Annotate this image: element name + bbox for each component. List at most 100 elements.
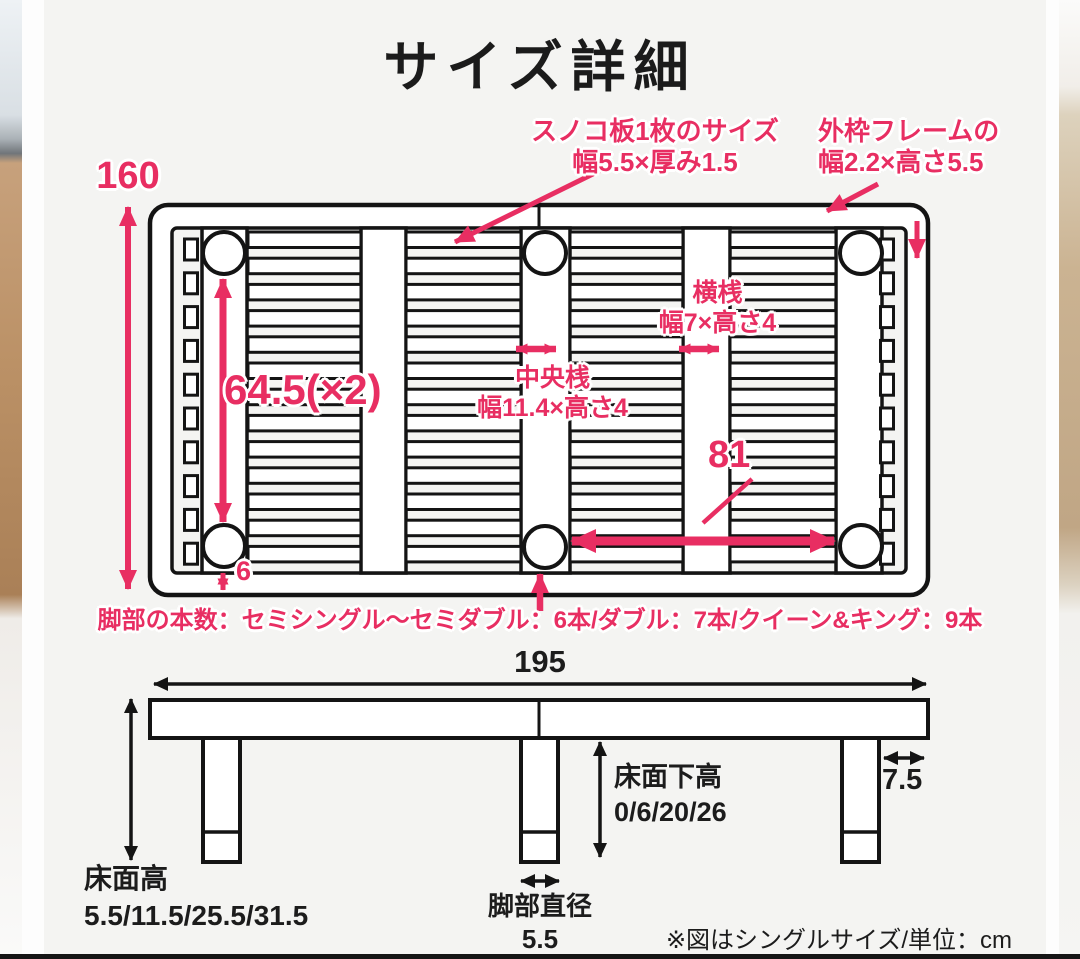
- slat-board: [568, 387, 685, 407]
- slat-board: [404, 440, 523, 459]
- slat-notch: [879, 406, 895, 431]
- slat-board: [404, 413, 523, 433]
- slat-board: [728, 335, 838, 354]
- label-leg-diameter: 脚部直径 5.5: [450, 890, 630, 956]
- label-cross-rail-line1: 横桟: [692, 279, 743, 307]
- top-view-drawing: [119, 167, 931, 611]
- slat-board: [246, 466, 363, 485]
- slat-notch: [183, 305, 199, 330]
- white-gutter-left: [22, 0, 44, 959]
- leg-bottom-right: [838, 523, 884, 569]
- slat-notch: [183, 237, 199, 262]
- legs-count-note: 脚部の本数：セミシングル〜セミダブル：6本/ダブル：7本/クイーン&キング：9本: [97, 607, 983, 634]
- slat-board: [246, 361, 363, 380]
- label-cross-rail: 横桟 幅7×高さ4: [630, 278, 805, 338]
- slat-board: [404, 518, 523, 538]
- label-floor-height-values: 5.5/11.5/25.5/31.5: [84, 900, 309, 931]
- slat-board: [568, 518, 685, 538]
- slat-board: [568, 361, 685, 380]
- slat-board: [568, 230, 685, 249]
- slat-board: [404, 256, 523, 276]
- slat-board: [568, 413, 685, 433]
- slat-board: [246, 230, 363, 249]
- slat-board: [246, 518, 363, 538]
- slat-notch: [879, 440, 895, 465]
- diagram-footnote: ※図はシングルサイズ/単位：cm: [665, 927, 1012, 954]
- label-outer-frame-line2: 幅2.2×高さ5.5: [818, 147, 984, 177]
- leg-top-right: [838, 230, 884, 276]
- label-center-rail: 中央桟 幅11.4×高さ4: [455, 363, 650, 423]
- pointer-slat-size: [453, 167, 603, 245]
- slat-notch: [879, 507, 895, 532]
- slat-notch: [879, 372, 895, 397]
- slat-board: [246, 492, 363, 511]
- slat-board: [404, 466, 523, 485]
- label-under-clearance: 床面下高 0/6/20/26: [614, 760, 727, 830]
- slat-board: [404, 492, 523, 511]
- slat-board: [728, 256, 838, 276]
- slat-board: [568, 335, 685, 354]
- slat-board: [568, 440, 685, 459]
- slat-board: [246, 440, 363, 459]
- slat-notch: [183, 271, 199, 296]
- label-slat-size-line1: スノコ板1枚のサイズ: [531, 116, 779, 146]
- side-leg-center: [519, 736, 560, 864]
- leg-bottom-center: [522, 524, 568, 570]
- slat-board: [568, 282, 685, 302]
- dim-bed-width: 160: [96, 155, 160, 197]
- slat-board: [568, 492, 685, 511]
- leg-circles: [201, 230, 884, 570]
- slat-notch: [879, 474, 895, 499]
- side-leg-right: [840, 736, 881, 864]
- dim-end-overhang: 7.5: [882, 764, 923, 796]
- slat-board: [728, 466, 838, 485]
- slat-board: [728, 387, 838, 407]
- slat-board: [728, 518, 838, 538]
- slat-notch: [183, 406, 199, 431]
- slat-notch: [879, 271, 895, 296]
- side-leg-left: [201, 736, 242, 864]
- support-rails: [200, 226, 884, 575]
- label-leg-diameter-title: 脚部直径: [487, 891, 592, 921]
- label-center-rail-line2: 幅11.4×高さ4: [477, 394, 628, 422]
- slat-board: [246, 544, 363, 564]
- black-dimension-arrows: [124, 698, 925, 888]
- slat-board: [568, 256, 685, 276]
- slat-board: [246, 282, 363, 302]
- label-floor-height: 床面高 5.5/11.5/25.5/31.5: [84, 860, 308, 934]
- slat-board: [728, 230, 838, 249]
- leg-top-center: [522, 230, 568, 276]
- slat-board: [404, 309, 523, 328]
- leg-bottom-left: [201, 523, 247, 569]
- slat-board: [568, 544, 685, 564]
- slat-board: [404, 544, 523, 564]
- side-legs: [201, 736, 881, 864]
- slat-notch: [183, 541, 199, 566]
- slat-notch: [183, 338, 199, 363]
- slat-notch: [183, 440, 199, 465]
- pink-dimension-arrows: [119, 167, 926, 611]
- photo-edge-right: [1059, 0, 1080, 959]
- slat-board: [728, 544, 838, 564]
- label-slat-size: スノコ板1枚のサイズ 幅5.5×厚み1.5: [470, 116, 840, 178]
- slat-board: [404, 282, 523, 302]
- label-center-rail-line1: 中央桟: [514, 364, 590, 392]
- image-bottom-border: [0, 954, 1080, 959]
- dim-frame-margin: 6: [236, 556, 252, 586]
- slat-board: [246, 256, 363, 276]
- dim-section-length: 64.5(×2): [224, 366, 382, 413]
- side-view-drawing: [124, 677, 930, 888]
- slat-notch: [879, 338, 895, 363]
- slat-boards: [246, 230, 838, 564]
- slat-board: [246, 309, 363, 328]
- slat-board: [728, 440, 838, 459]
- slat-board: [404, 387, 523, 407]
- slat-board: [728, 309, 838, 328]
- label-under-clearance-title: 床面下高: [614, 762, 722, 792]
- slat-board: [568, 466, 685, 485]
- slat-board: [728, 413, 838, 433]
- slat-notch: [183, 372, 199, 397]
- cross-rail: [359, 226, 408, 575]
